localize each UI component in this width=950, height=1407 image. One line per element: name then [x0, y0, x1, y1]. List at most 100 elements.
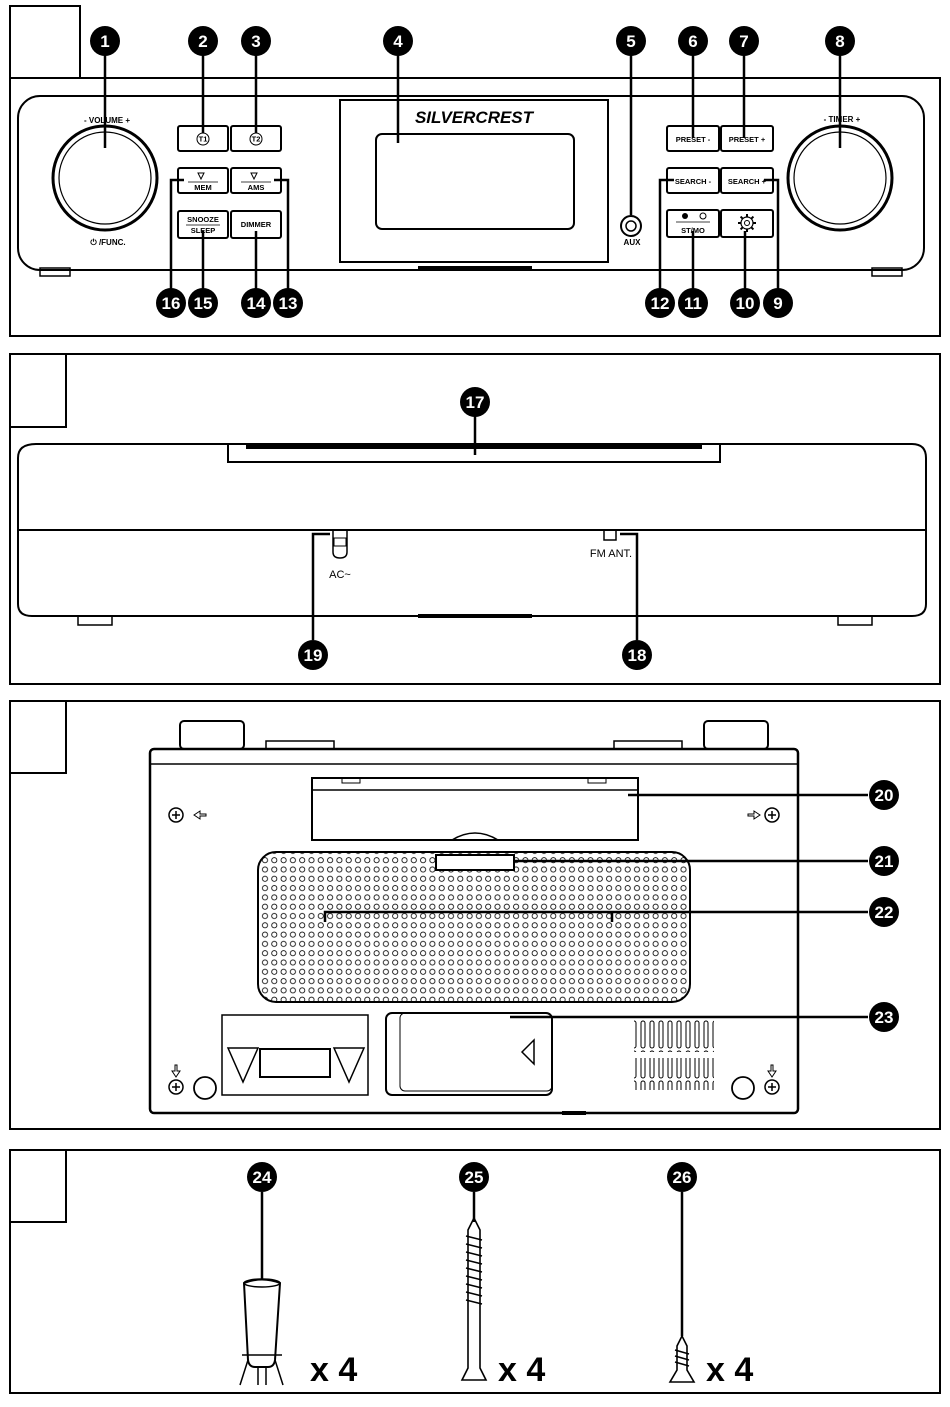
open-arrow-icon: [522, 1040, 534, 1064]
t1-label: T1: [199, 135, 208, 144]
vent-slots-lower: [634, 1058, 714, 1090]
front-view-device: - VOLUME + ⏻ /FUNC. - TIMER + SILVERCRES…: [18, 96, 924, 276]
callout-26-text: 26: [673, 1168, 692, 1187]
callout-3: 3: [241, 26, 271, 56]
callout-12-text: 12: [651, 294, 670, 313]
callout-20-text: 20: [875, 786, 894, 805]
search-plus-label: SEARCH +: [728, 177, 767, 186]
settings-button[interactable]: [721, 210, 773, 237]
callout-5-text: 5: [626, 32, 635, 51]
callout-10: 10: [730, 288, 760, 318]
panel-frame-1: [10, 6, 940, 336]
led-light: [436, 855, 514, 870]
callout-8-text: 8: [835, 32, 844, 51]
callout-19-text: 19: [304, 646, 323, 665]
warning-icon-right: [334, 1048, 364, 1082]
callout-17: 17: [460, 387, 490, 417]
preset-plus-button[interactable]: PRESET +: [721, 126, 773, 151]
callout-6-text: 6: [688, 32, 697, 51]
warning-icon-left: [228, 1048, 258, 1082]
aux-jack[interactable]: [621, 216, 641, 236]
callout-2-text: 2: [198, 32, 207, 51]
qty-wall-plugs: x 4: [310, 1351, 357, 1389]
battery-compartment: [386, 1013, 552, 1095]
gear-icon: [738, 214, 756, 232]
callout-4: 4: [383, 26, 413, 56]
callout-14: 14: [241, 288, 271, 318]
bulb-outline-icon: [700, 213, 706, 219]
callout-7: 7: [729, 26, 759, 56]
callout-11: 11: [678, 288, 708, 318]
screw-hole-bottom-right: [732, 1065, 779, 1099]
callout-18: 18: [622, 640, 652, 670]
qty-long-screws: x 4: [498, 1351, 545, 1389]
callout-10-text: 10: [736, 294, 755, 313]
callout-22: 22: [869, 897, 899, 927]
callout-17-text: 17: [466, 393, 485, 412]
leader-lines-front: [105, 55, 840, 290]
callout-24: 24: [247, 1162, 277, 1192]
bulb-icon: [682, 213, 688, 219]
callout-18-text: 18: [628, 646, 647, 665]
callout-8: 8: [825, 26, 855, 56]
callout-13-text: 13: [279, 294, 298, 313]
callout-11-text: 11: [684, 294, 702, 313]
search-minus-button[interactable]: SEARCH -: [667, 168, 719, 193]
aux-label: AUX: [624, 238, 642, 247]
callout-13: 13: [273, 288, 303, 318]
screw-hole-top-left: [169, 808, 206, 822]
callout-26: 26: [667, 1162, 697, 1192]
callout-16: 16: [156, 288, 186, 318]
search-minus-label: SEARCH -: [675, 177, 712, 186]
snooze-label: SNOOZE: [187, 215, 219, 224]
callout-25-text: 25: [465, 1168, 484, 1187]
screw-hole-top-right: [748, 808, 779, 822]
leader-lines-accessories: [262, 1192, 682, 1336]
callout-21: 21: [869, 846, 899, 876]
callout-14-text: 14: [247, 294, 266, 313]
ams-label: AMS: [248, 183, 265, 192]
ac-label: AC~: [329, 569, 351, 581]
callout-16-text: 16: [162, 294, 181, 313]
callout-3-text: 3: [251, 32, 260, 51]
timer-label: - TIMER +: [824, 115, 861, 124]
qty-short-screws: x 4: [706, 1351, 753, 1389]
vent-slots-upper: [634, 1020, 714, 1052]
wall-plug-drawing: [240, 1279, 283, 1385]
fm-ant-label: FM ANT.: [590, 548, 632, 560]
callout-15: 15: [188, 288, 218, 318]
callout-22-text: 22: [875, 903, 894, 922]
dimmer-label: DIMMER: [241, 220, 272, 229]
callout-23-text: 23: [875, 1008, 894, 1027]
t2-label: T2: [252, 135, 261, 144]
callout-4-text: 4: [393, 32, 403, 51]
callout-23: 23: [869, 1002, 899, 1032]
callout-9: 9: [763, 288, 793, 318]
back-view-device: AC~ FM ANT.: [18, 444, 926, 625]
callout-7-text: 7: [739, 32, 748, 51]
speaker-grille: [258, 852, 690, 1002]
callout-21-text: 21: [875, 852, 894, 871]
mounting-bracket: [312, 778, 638, 840]
display-screen: [376, 134, 574, 229]
ams-button[interactable]: AMS: [231, 168, 281, 193]
func-label: ⏻ /FUNC.: [90, 238, 125, 247]
callout-19: 19: [298, 640, 328, 670]
callout-9-text: 9: [773, 294, 782, 313]
ac-socket[interactable]: [333, 530, 347, 558]
volume-label: - VOLUME +: [84, 116, 130, 125]
callout-25: 25: [459, 1162, 489, 1192]
preset-plus-label: PRESET +: [729, 135, 766, 144]
screw-hole-bottom-left: [169, 1065, 216, 1099]
callout-1: 1: [90, 26, 120, 56]
mem-button[interactable]: MEM: [178, 168, 228, 193]
brand-logo: SILVERCREST: [415, 108, 535, 127]
callout-5: 5: [616, 26, 646, 56]
callout-1-text: 1: [100, 32, 109, 51]
callout-6: 6: [678, 26, 708, 56]
fm-antenna-connector[interactable]: [604, 530, 616, 540]
mem-label: MEM: [194, 183, 212, 192]
callout-20: 20: [869, 780, 899, 810]
short-screw-drawing: [670, 1336, 694, 1382]
